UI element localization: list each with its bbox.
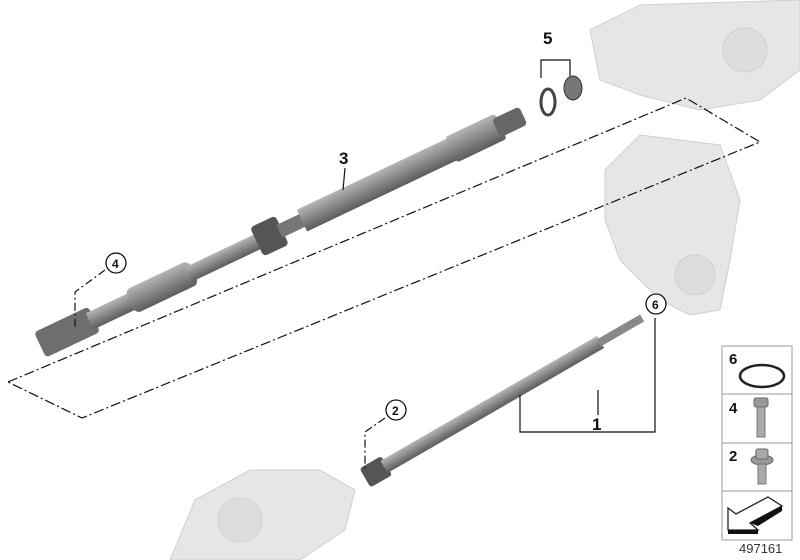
propeller-shaft-front[interactable] — [360, 308, 648, 487]
direction-arrow-icon — [727, 496, 784, 534]
front-differential-ghost — [169, 469, 356, 560]
assembly-frame — [6, 97, 762, 419]
flange-bolt-icon — [750, 448, 774, 485]
legend-label-4: 4 — [729, 400, 738, 417]
callout-2: 2 — [385, 399, 407, 421]
o-ring-icon — [738, 363, 786, 389]
hex-bolt-icon — [753, 397, 769, 438]
propeller-shaft-rear[interactable] — [33, 101, 530, 359]
callout-5: 5 — [543, 29, 552, 48]
rear-differential-ghost — [589, 0, 800, 111]
svg-text:2: 2 — [392, 404, 399, 418]
callout-3: 3 — [339, 149, 348, 168]
reference-number: 497161 — [739, 541, 782, 556]
callout-4: 4 — [105, 252, 127, 274]
callout-1: 1 — [592, 415, 601, 434]
parts-legend: 6 4 2 — [721, 345, 793, 541]
seal-ring-set[interactable] — [539, 75, 583, 117]
legend-label-2: 2 — [729, 448, 737, 465]
leader-lines — [74, 59, 656, 470]
legend-label-6: 6 — [729, 351, 737, 368]
svg-text:6: 6 — [652, 298, 659, 312]
svg-text:4: 4 — [112, 257, 119, 271]
transfer-case-ghost — [604, 134, 741, 316]
callout-6: 6 — [645, 293, 667, 315]
